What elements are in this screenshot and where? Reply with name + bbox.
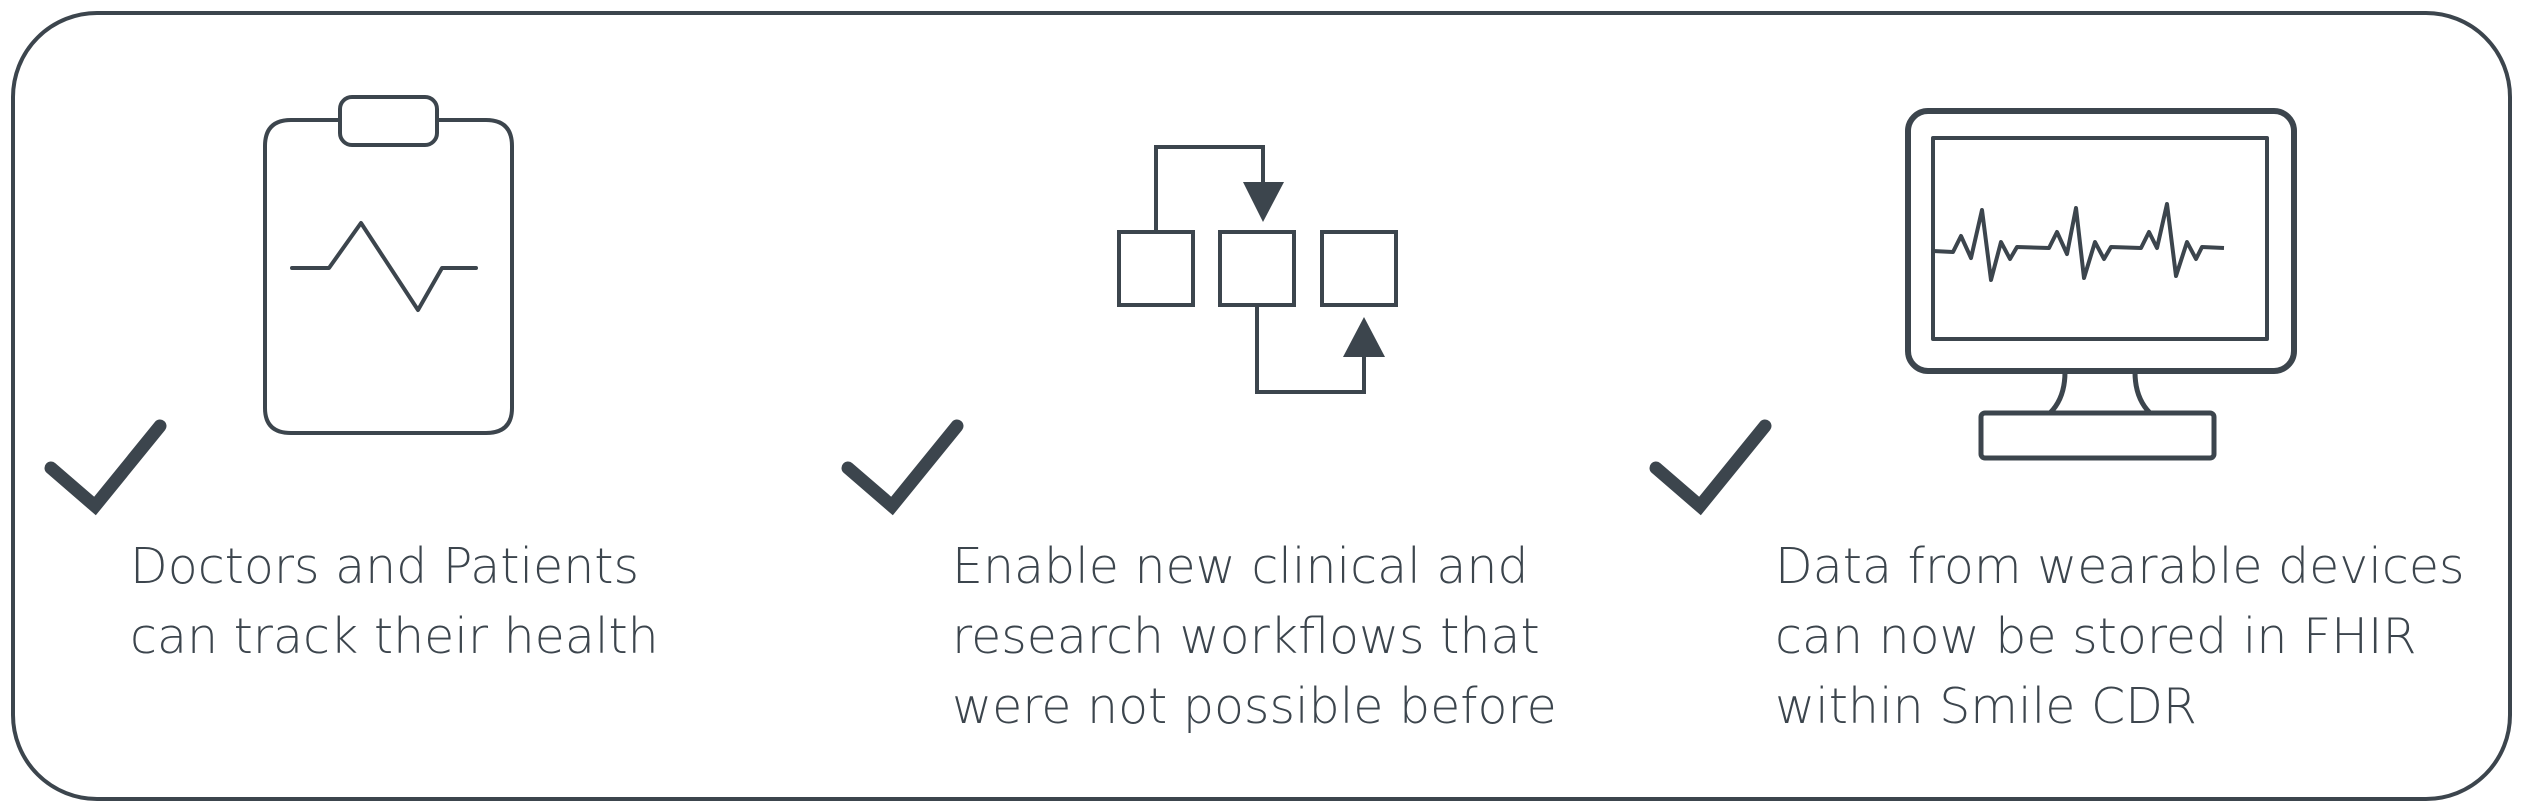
feature-caption-3: Data from wearable devices can now be st… — [1775, 538, 2465, 735]
feature-caption-1: Doctors and Patients can track their hea… — [130, 538, 659, 665]
clipboard-pulse-icon — [263, 95, 514, 435]
checkmark-icon-1 — [44, 419, 167, 516]
workflow-icon — [1117, 145, 1398, 394]
features-panel: Doctors and Patients can track their hea… — [11, 11, 2512, 801]
monitor-ecg-icon — [1905, 108, 2297, 461]
checkmark-icon-3 — [1649, 419, 1772, 516]
feature-caption-2: Enable new clinical and research workflo… — [952, 538, 1557, 735]
checkmark-icon-2 — [841, 419, 964, 516]
